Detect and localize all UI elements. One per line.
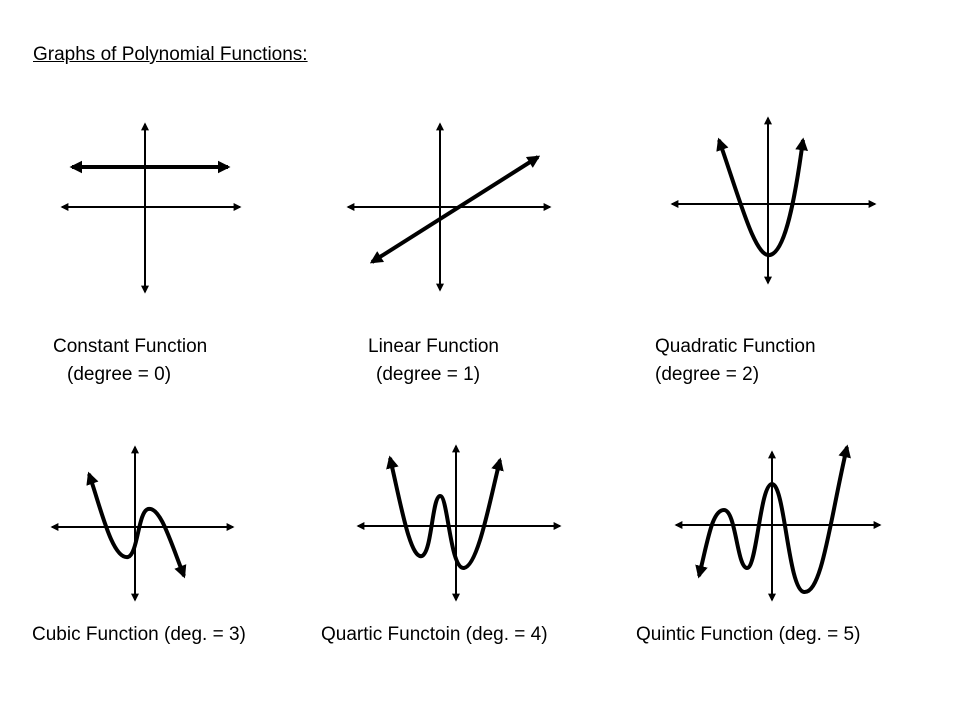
linear-curve: [369, 155, 541, 264]
quadratic-curve: [716, 137, 808, 257]
quartic-curve: [386, 455, 504, 570]
linear-function-label: Linear Function (degree = 1): [368, 333, 499, 389]
constant-function-name: Constant Function: [53, 336, 208, 357]
quintic-function-label: Quintic Function (deg. = 5): [636, 624, 861, 645]
linear-graph: [346, 122, 552, 292]
constant-function-label: Constant Function (degree = 0): [53, 333, 207, 389]
quadratic-function-degree: (degree = 2): [655, 364, 760, 385]
linear-function-name: Linear Function: [368, 336, 499, 357]
cubic-function-label: Cubic Function (deg. = 3): [32, 624, 246, 645]
quadratic-graph: [670, 116, 877, 285]
page-title: Graphs of Polynomial Functions:: [33, 44, 308, 65]
quartic-function-label: Quartic Functoin (deg. = 4): [321, 624, 548, 645]
cubic-curve: [86, 471, 187, 579]
quadratic-function-label: Quadratic Function (degree = 2): [655, 333, 816, 389]
quadratic-function-name: Quadratic Function: [655, 336, 816, 357]
cubic-graph: [50, 445, 235, 602]
quintic-graph: [674, 444, 882, 602]
quartic-graph: [356, 444, 562, 602]
constant-graph: [60, 122, 242, 294]
quintic-curve: [695, 444, 851, 594]
linear-function-degree: (degree = 1): [376, 364, 481, 385]
constant-function-degree: (degree = 0): [67, 364, 172, 385]
